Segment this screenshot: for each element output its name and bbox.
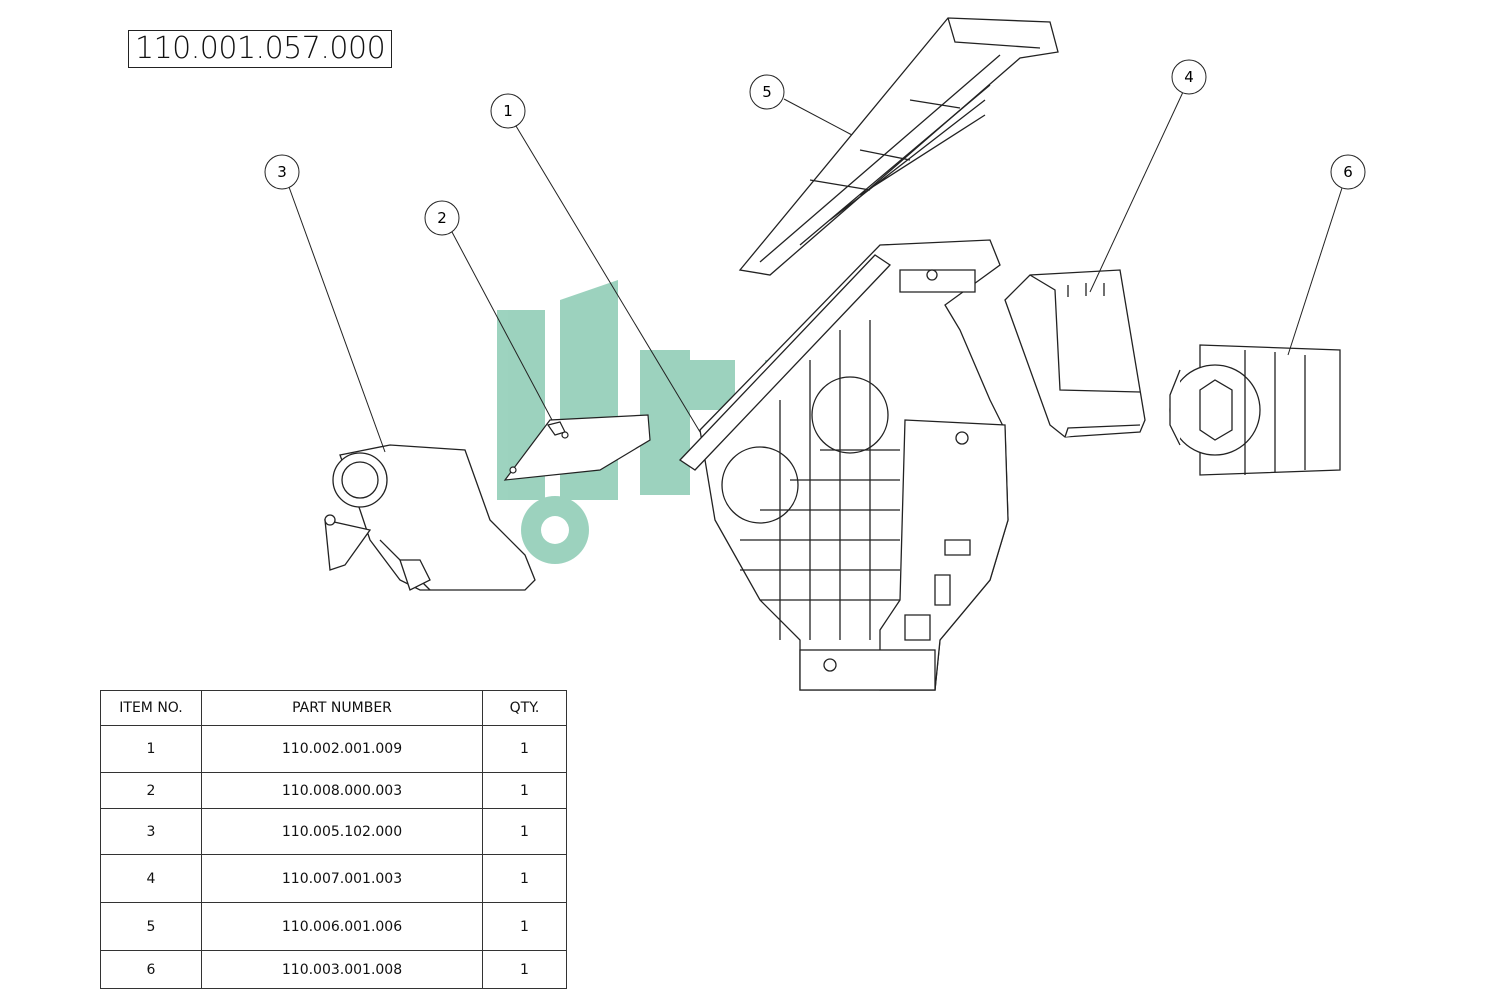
- bom-part: 110.003.001.008: [201, 950, 483, 989]
- bill-of-materials-table: ITEM NO. PART NUMBER QTY. 1 110.002.001.…: [100, 690, 567, 989]
- bom-item: 3: [100, 808, 202, 855]
- leader-lines: [288, 91, 1343, 453]
- part-1-body: [678, 239, 1009, 691]
- svg-text:2: 2: [437, 209, 447, 227]
- bom-part: 110.006.001.006: [201, 902, 483, 951]
- part-6-gear: [1169, 344, 1341, 476]
- bom-part: 110.002.001.009: [201, 725, 483, 773]
- bom-qty: 1: [482, 725, 567, 773]
- svg-text:1: 1: [503, 102, 513, 120]
- header-item-no: ITEM NO.: [100, 690, 202, 726]
- bom-row: 4 110.007.001.003 1: [100, 854, 567, 903]
- svg-text:3: 3: [277, 163, 287, 181]
- bom-row: 6 110.003.001.008 1: [100, 950, 567, 989]
- bom-item: 5: [100, 902, 202, 951]
- bom-qty: 1: [482, 808, 567, 855]
- bom-item: 2: [100, 772, 202, 809]
- part-2-plate: [503, 414, 651, 481]
- part-4-cover: [1004, 269, 1146, 438]
- bom-qty: 1: [482, 950, 567, 989]
- balloon-4: 4: [1171, 59, 1207, 95]
- balloon-6: 6: [1330, 154, 1366, 190]
- drawing-number: 110.001.057.000: [128, 30, 393, 68]
- bom-row: 3 110.005.102.000 1: [100, 808, 567, 855]
- part-3-clamp: [324, 444, 536, 591]
- bom-item: 1: [100, 725, 202, 773]
- bom-item: 6: [100, 950, 202, 989]
- balloon-1: 1: [490, 93, 526, 129]
- svg-text:6: 6: [1343, 163, 1353, 181]
- header-qty: QTY.: [482, 690, 567, 726]
- bom-row: 2 110.008.000.003 1: [100, 772, 567, 809]
- bom-qty: 1: [482, 854, 567, 903]
- bom-item: 4: [100, 854, 202, 903]
- bom-qty: 1: [482, 772, 567, 809]
- bom-row: 1 110.002.001.009 1: [100, 725, 567, 773]
- svg-text:5: 5: [762, 83, 772, 101]
- bom-part: 110.007.001.003: [201, 854, 483, 903]
- balloon-2: 2: [424, 200, 460, 236]
- bom-part: 110.008.000.003: [201, 772, 483, 809]
- bom-qty: 1: [482, 902, 567, 951]
- bom-part: 110.005.102.000: [201, 808, 483, 855]
- bom-header-row: ITEM NO. PART NUMBER QTY.: [100, 690, 567, 726]
- bom-row: 5 110.006.001.006 1: [100, 902, 567, 951]
- balloon-3: 3: [264, 154, 300, 190]
- part-5-slider: [738, 17, 1059, 276]
- header-part-number: PART NUMBER: [201, 690, 483, 726]
- balloon-5: 5: [749, 74, 785, 110]
- svg-text:4: 4: [1184, 68, 1194, 86]
